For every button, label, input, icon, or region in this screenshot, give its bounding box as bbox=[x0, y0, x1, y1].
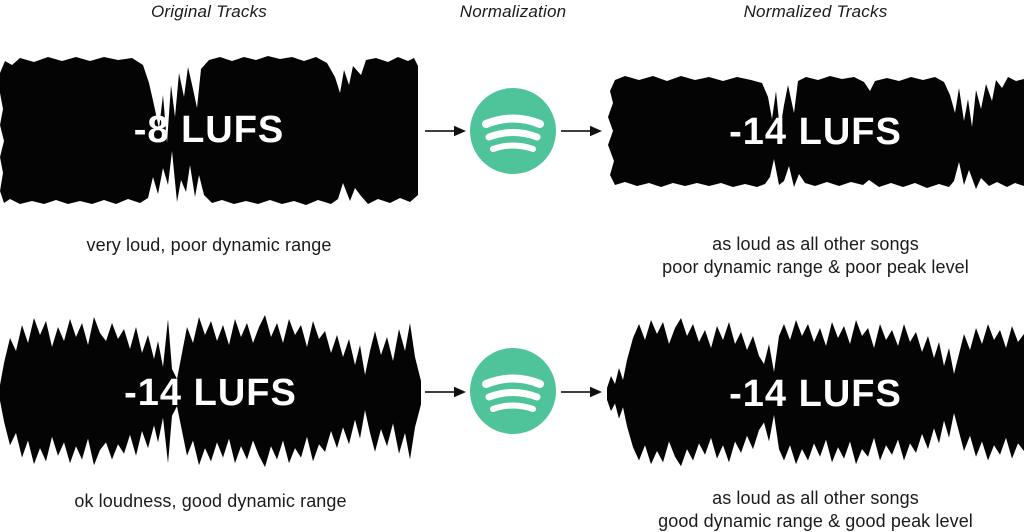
right-arrow-icon bbox=[561, 386, 602, 398]
caption-original-loud: very loud, poor dynamic range bbox=[86, 235, 332, 255]
right-arrow-icon bbox=[425, 386, 466, 398]
spotify-icon bbox=[470, 348, 556, 434]
caption-normalized-poor: as loud as all other songs poor dynamic … bbox=[607, 233, 1024, 279]
spotify-icon bbox=[470, 88, 556, 174]
caption-line: good dynamic range & good peak level bbox=[658, 511, 973, 531]
right-arrow-icon bbox=[561, 125, 602, 137]
caption-line: poor dynamic range & poor peak level bbox=[662, 257, 969, 277]
waveform-original-dynamic bbox=[0, 315, 421, 468]
right-arrow-icon bbox=[425, 125, 466, 137]
caption-normalized-good: as loud as all other songs good dynamic … bbox=[607, 487, 1024, 532]
waveform-normalized-good bbox=[607, 318, 1024, 467]
waveform-original-loud bbox=[0, 56, 418, 205]
waveform-normalized-poor bbox=[608, 76, 1024, 189]
caption-original-dynamic: ok loudness, good dynamic range bbox=[74, 491, 347, 511]
caption-line: as loud as all other songs bbox=[712, 488, 919, 508]
header-normalization: Normalization bbox=[459, 2, 567, 21]
header-normalized-tracks: Normalized Tracks bbox=[743, 2, 888, 21]
caption-line: as loud as all other songs bbox=[712, 234, 919, 254]
header-original-tracks: Original Tracks bbox=[150, 2, 268, 21]
